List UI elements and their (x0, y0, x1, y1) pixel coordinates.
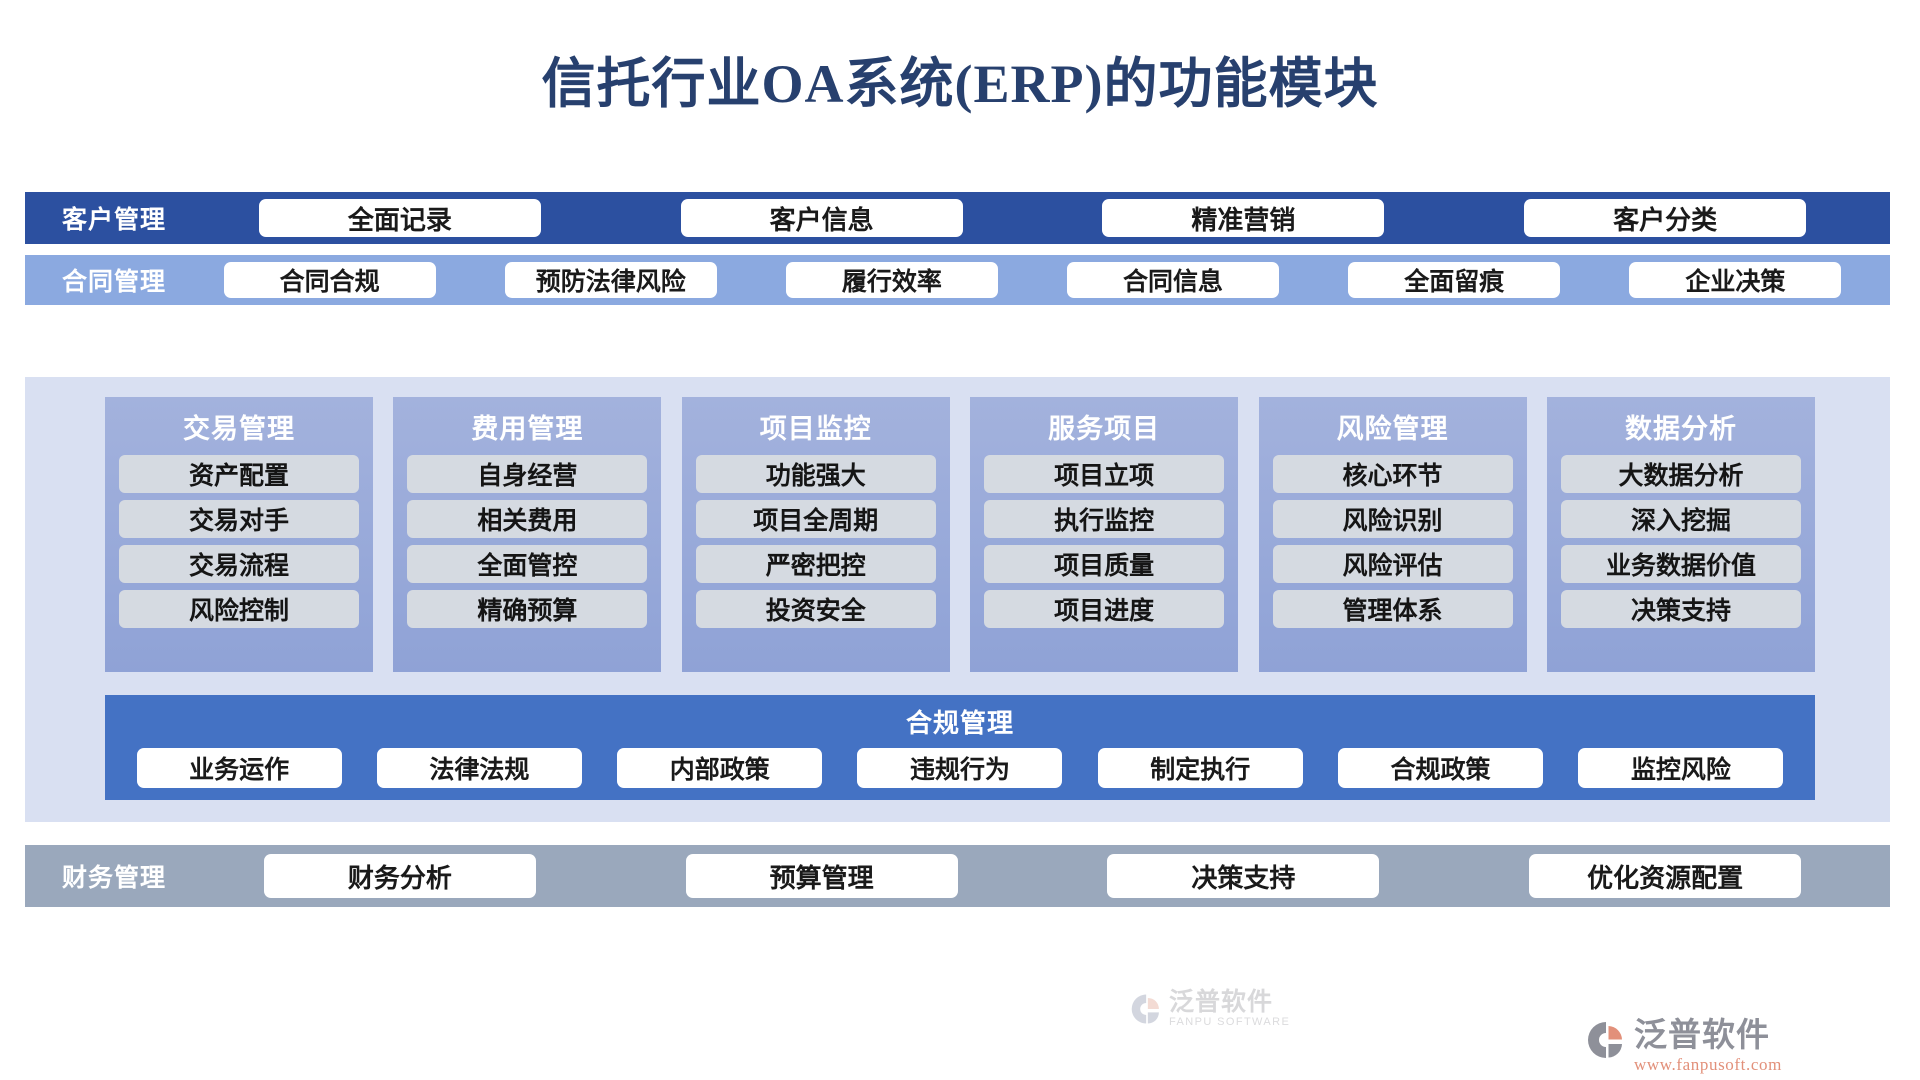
module-column-risk-title: 风险管理 (1336, 414, 1449, 444)
row-customer-items: 全面记录 客户信息 精准营销 客户分类 (189, 199, 1876, 237)
row-compliance-title: 合规管理 (905, 709, 1014, 738)
module-column-risk-item-2[interactable]: 风险评估 (1272, 545, 1513, 583)
row-customer-label: 客户管理 (61, 207, 166, 234)
finance-pill-3[interactable]: 优化资源配置 (1529, 854, 1802, 898)
finance-pill-0[interactable]: 财务分析 (263, 854, 536, 898)
compliance-pill-3[interactable]: 违规行为 (857, 748, 1063, 788)
row-customer-management: 客户管理 全面记录 客户信息 精准营销 客户分类 (25, 192, 1890, 244)
module-column-trade-item-1[interactable]: 交易对手 (119, 500, 359, 538)
module-column-expense-item-3[interactable]: 精确预算 (407, 590, 648, 628)
module-column-project-monitor-title: 项目监控 (759, 414, 872, 444)
contract-pill-2[interactable]: 履行效率 (785, 262, 998, 298)
contract-pill-5[interactable]: 企业决策 (1629, 262, 1842, 298)
module-column-trade[interactable]: 交易管理 资产配置 交易对手 交易流程 风险控制 (105, 397, 373, 672)
module-column-data-analysis-item-2[interactable]: 业务数据价值 (1560, 545, 1801, 583)
contract-pill-0[interactable]: 合同合规 (223, 262, 436, 298)
customer-pill-2[interactable]: 精准营销 (1102, 199, 1385, 237)
row-contract-items: 合同合规 预防法律风险 履行效率 合同信息 全面留痕 企业决策 (189, 262, 1876, 298)
module-column-expense-item-2[interactable]: 全面管控 (407, 545, 648, 583)
module-column-service-project[interactable]: 服务项目 项目立项 执行监控 项目质量 项目进度 (970, 397, 1239, 672)
module-column-service-project-item-3[interactable]: 项目进度 (984, 590, 1225, 628)
module-column-service-project-item-0[interactable]: 项目立项 (984, 455, 1225, 493)
module-column-expense-item-1[interactable]: 相关费用 (407, 500, 648, 538)
module-column-expense[interactable]: 费用管理 自身经营 相关费用 全面管控 精确预算 (393, 397, 662, 672)
module-column-project-monitor-item-3[interactable]: 投资安全 (695, 590, 936, 628)
page-title: 信托行业OA系统(ERP)的功能模块 (541, 54, 1379, 114)
module-column-trade-item-2[interactable]: 交易流程 (119, 545, 359, 583)
fanpu-watermark: 泛普软件 FANPU SOFTWARE (1130, 990, 1290, 1028)
module-column-trade-item-3[interactable]: 风险控制 (119, 590, 359, 628)
module-column-data-analysis-item-0[interactable]: 大数据分析 (1560, 455, 1801, 493)
compliance-pill-4[interactable]: 制定执行 (1097, 748, 1303, 788)
compliance-pill-6[interactable]: 监控风险 (1578, 748, 1784, 788)
row-finance-label: 财务管理 (61, 865, 166, 892)
module-column-data-analysis-title: 数据分析 (1624, 414, 1737, 444)
module-column-data-analysis-item-1[interactable]: 深入挖掘 (1560, 500, 1801, 538)
fanpu-watermark-en: FANPU SOFTWARE (1169, 1016, 1291, 1028)
fanpu-watermark-cn: 泛普软件 (1169, 988, 1274, 1016)
module-column-service-project-item-1[interactable]: 执行监控 (984, 500, 1225, 538)
row-contract-label: 合同管理 (61, 269, 166, 296)
brand-logo[interactable]: 泛普软件 www.fanpusoft.com (1587, 1018, 1782, 1075)
module-column-expense-item-0[interactable]: 自身经营 (407, 455, 648, 493)
module-column-trade-item-0[interactable]: 资产配置 (119, 455, 359, 493)
compliance-pill-2[interactable]: 内部政策 (617, 748, 823, 788)
module-column-risk[interactable]: 风险管理 核心环节 风险识别 风险评估 管理体系 (1258, 397, 1527, 672)
module-column-service-project-title: 服务项目 (1048, 414, 1161, 444)
module-column-project-monitor-item-0[interactable]: 功能强大 (695, 455, 936, 493)
contract-pill-3[interactable]: 合同信息 (1067, 262, 1280, 298)
fanpu-logo-icon (1587, 1020, 1627, 1060)
module-column-project-monitor-item-1[interactable]: 项目全周期 (695, 500, 936, 538)
compliance-pill-1[interactable]: 法律法规 (376, 748, 582, 788)
module-column-project-monitor-item-2[interactable]: 严密把控 (695, 545, 936, 583)
brand-logo-name: 泛普软件 (1634, 1016, 1770, 1053)
fanpu-watermark-logo-icon (1130, 992, 1164, 1026)
core-modules-panel: 交易管理 资产配置 交易对手 交易流程 风险控制 费用管理 自身经营 相关费用 … (25, 377, 1890, 1028)
module-column-project-monitor[interactable]: 项目监控 功能强大 项目全周期 严密把控 投资安全 (681, 397, 950, 672)
module-column-expense-title: 费用管理 (471, 414, 584, 444)
customer-pill-1[interactable]: 客户信息 (680, 199, 963, 237)
compliance-pill-0[interactable]: 业务运作 (136, 748, 342, 788)
row-compliance-management: 合规管理 业务运作 法律法规 内部政策 违规行为 制定执行 合规政策 监控风险 (105, 695, 1815, 800)
module-column-risk-item-0[interactable]: 核心环节 (1272, 455, 1513, 493)
module-column-trade-title: 交易管理 (183, 414, 295, 444)
module-column-service-project-item-2[interactable]: 项目质量 (984, 545, 1225, 583)
row-contract-management: 合同管理 合同合规 预防法律风险 履行效率 合同信息 全面留痕 企业决策 (25, 255, 1890, 305)
brand-logo-url[interactable]: www.fanpusoft.com (1634, 1055, 1782, 1074)
module-column-data-analysis-item-3[interactable]: 决策支持 (1560, 590, 1801, 628)
contract-pill-4[interactable]: 全面留痕 (1348, 262, 1561, 298)
row-compliance-items: 业务运作 法律法规 内部政策 违规行为 制定执行 合规政策 监控风险 (105, 748, 1815, 788)
module-column-data-analysis[interactable]: 数据分析 大数据分析 深入挖掘 业务数据价值 决策支持 (1546, 397, 1815, 672)
module-columns: 交易管理 资产配置 交易对手 交易流程 风险控制 费用管理 自身经营 相关费用 … (105, 397, 1815, 672)
finance-pill-1[interactable]: 预算管理 (685, 854, 958, 898)
module-column-risk-item-3[interactable]: 管理体系 (1272, 590, 1513, 628)
contract-pill-1[interactable]: 预防法律风险 (504, 262, 717, 298)
row-finance-management: 财务管理 财务分析 预算管理 决策支持 优化资源配置 (25, 845, 1890, 907)
compliance-pill-5[interactable]: 合规政策 (1338, 748, 1544, 788)
module-column-risk-item-1[interactable]: 风险识别 (1272, 500, 1513, 538)
customer-pill-0[interactable]: 全面记录 (258, 199, 541, 237)
row-finance-items: 财务分析 预算管理 决策支持 优化资源配置 (189, 854, 1876, 898)
finance-pill-2[interactable]: 决策支持 (1107, 854, 1380, 898)
customer-pill-3[interactable]: 客户分类 (1524, 199, 1807, 237)
